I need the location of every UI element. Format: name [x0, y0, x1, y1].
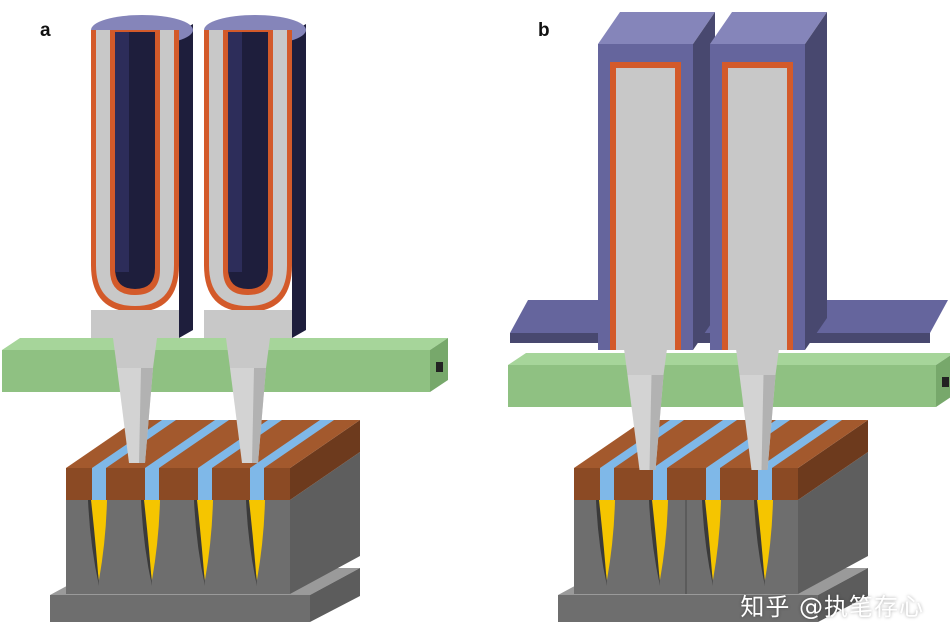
blue-channel-front: [250, 468, 264, 500]
green-bar-hole: [942, 377, 949, 387]
slot-shadow: [88, 500, 99, 586]
slot-shadow: [649, 500, 660, 586]
slot-shadow: [194, 500, 205, 586]
base-plate-front: [558, 595, 818, 622]
substrate-side: [798, 452, 868, 594]
tube-core-highlight: [228, 32, 242, 272]
brown-layer-side: [290, 420, 360, 500]
blue-channel-front: [198, 468, 212, 500]
green-bar-top: [508, 353, 950, 365]
slot-shadow: [596, 500, 607, 586]
blue-channel-top: [758, 420, 842, 468]
tube-collar: [91, 310, 179, 338]
probe-needle-shade: [649, 375, 664, 470]
yellow-fill: [705, 500, 721, 580]
yellow-fill: [249, 500, 265, 580]
probe-needle-shade: [139, 368, 153, 463]
gray-core: [616, 68, 675, 350]
tube-core-highlight: [115, 32, 129, 272]
substrate-side: [290, 452, 360, 594]
yellow-fill: [144, 500, 160, 580]
tube-side-dark: [292, 24, 306, 338]
probe-neck: [735, 345, 780, 375]
slot-shadow: [702, 500, 713, 586]
yellow-fill: [599, 500, 615, 580]
base-plate-side: [310, 568, 360, 622]
base-plate-side: [818, 568, 868, 622]
watermark-text: 知乎 @执笔存心: [740, 593, 924, 621]
slot-shadow: [141, 500, 152, 586]
slot-shadow: [754, 500, 765, 586]
blue-channel-front: [706, 468, 720, 500]
tube-side-dark: [179, 24, 193, 338]
blue-channel-front: [92, 468, 106, 500]
green-bar-front: [2, 350, 430, 392]
panel-label-b: b: [538, 20, 550, 41]
slot-shadow: [246, 500, 257, 586]
panel-label-a: a: [40, 20, 51, 41]
yellow-fill: [757, 500, 773, 580]
probe-needle-shade: [761, 375, 776, 470]
probe-needle-shade: [252, 368, 266, 463]
blue-channel-front: [145, 468, 159, 500]
blue-channel-front: [600, 468, 614, 500]
gray-core: [728, 68, 787, 350]
green-bar-hole: [436, 362, 443, 372]
substrate-front: [66, 500, 290, 594]
purple-block-side: [805, 12, 827, 350]
brown-layer-side: [798, 420, 868, 500]
blue-channel-top: [653, 420, 737, 468]
yellow-fill: [91, 500, 107, 580]
blue-channel-front: [758, 468, 772, 500]
probe-neck: [623, 345, 668, 375]
probe-neck: [226, 338, 270, 368]
tube-collar: [204, 310, 292, 338]
blue-channel-front: [653, 468, 667, 500]
panel-a-group: [2, 15, 448, 622]
purple-block-top: [598, 12, 715, 44]
brown-layer-front: [574, 468, 798, 500]
blue-channel-top: [250, 420, 334, 468]
purple-block-top: [710, 12, 827, 44]
green-bar-front: [508, 365, 936, 407]
brown-layer-front: [66, 468, 290, 500]
blue-channel-top: [145, 420, 229, 468]
yellow-fill: [652, 500, 668, 580]
green-bar-top: [2, 338, 448, 350]
yellow-fill: [197, 500, 213, 580]
purple-block-side: [693, 12, 715, 350]
probe-neck: [113, 338, 157, 368]
base-plate-front: [50, 595, 310, 622]
panel-b-group: [508, 12, 950, 622]
